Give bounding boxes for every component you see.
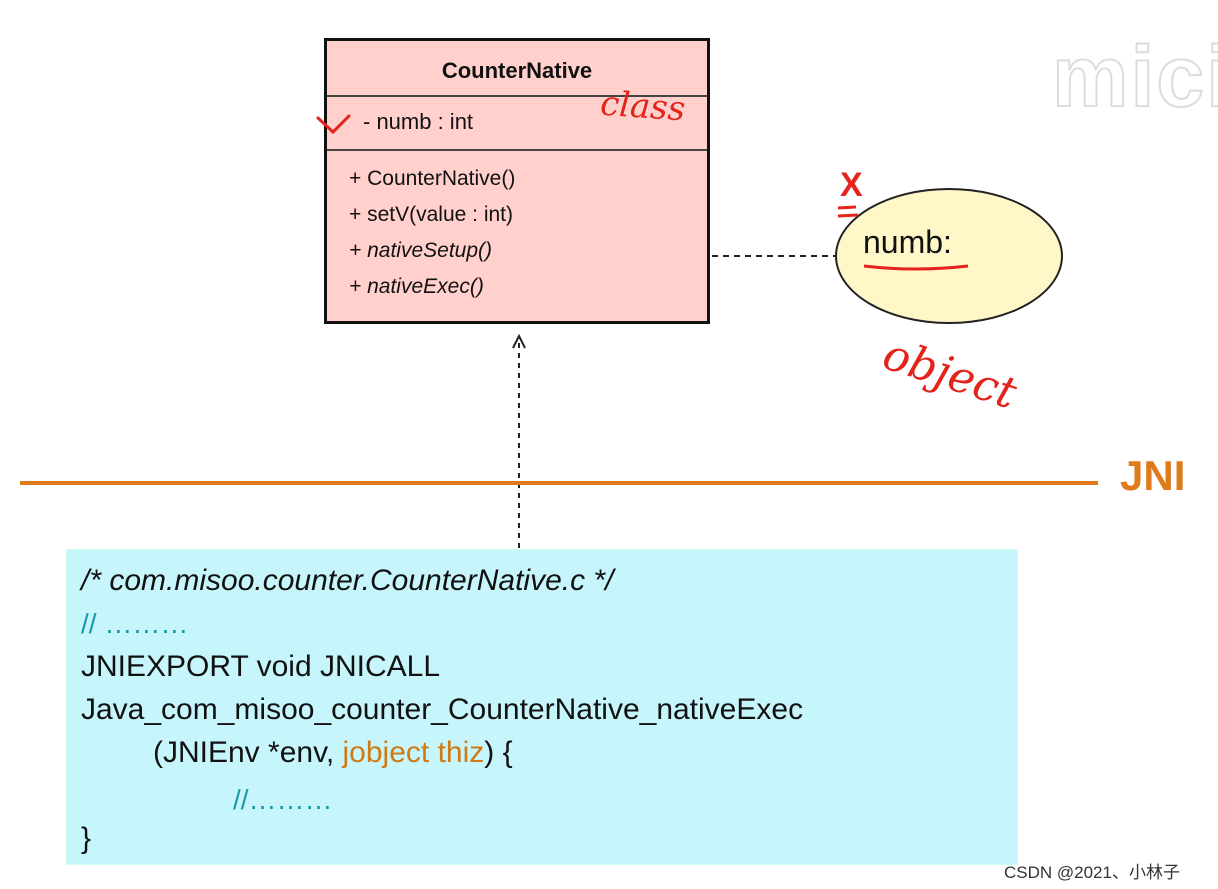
code-param-highlight: jobject thiz [342, 736, 485, 769]
watermark-logo: mici [1051, 28, 1218, 126]
object-note: object [877, 329, 1023, 420]
object-ellipse: numb: [835, 188, 1063, 324]
method-prefix: + [349, 275, 368, 298]
method-name: nativeSetup() [367, 239, 493, 262]
underline-mark [863, 264, 969, 271]
code-param-suffix: ) { [484, 736, 513, 769]
attribute-numb: - numb : int [363, 109, 474, 134]
method-native-setup: + nativeSetup() [349, 233, 515, 269]
method-prefix: + [349, 167, 368, 190]
method-name: CounterNative() [367, 167, 516, 190]
method-prefix: + [349, 203, 368, 226]
code-comment-1: // ……… [81, 608, 189, 639]
class-note: class [599, 84, 687, 130]
code-close-brace: } [81, 822, 92, 855]
jni-divider-line [20, 481, 1098, 485]
code-comment-2: //……… [233, 784, 333, 815]
code-params: (JNIEnv *env, jobject thiz) { [153, 736, 513, 770]
code-snippet-box: /* com.misoo.counter.CounterNative.c */ … [66, 549, 1018, 865]
method-prefix: + [349, 239, 368, 262]
jni-label: JNI [1120, 452, 1186, 499]
credit-text: CSDN @2021、小林子 [1004, 863, 1180, 882]
x-mark: X [840, 166, 863, 204]
method-name: nativeExec() [367, 275, 484, 298]
checkmark-icon [316, 114, 351, 135]
method-name: setV(value : int) [367, 203, 514, 226]
methods-section: + CounterNative() + setV(value : int) + … [349, 161, 515, 305]
equals-mark [837, 213, 859, 218]
object-label: numb: [863, 224, 952, 260]
code-line-1: JNIEXPORT void JNICALL [81, 650, 441, 683]
code-line-2: Java_com_misoo_counter_CounterNative_nat… [81, 693, 804, 726]
code-param-prefix: (JNIEnv *env, [153, 736, 343, 769]
uml-class-box: CounterNative - numb : int + CounterNati… [324, 38, 710, 324]
method-constructor: + CounterNative() [349, 161, 515, 197]
class-name: CounterNative [327, 41, 707, 97]
arrow-head-icon [512, 333, 526, 349]
code-comment-header: /* com.misoo.counter.CounterNative.c */ [81, 564, 614, 597]
equals-mark [837, 205, 857, 210]
attribute-section: - numb : int [327, 95, 707, 151]
method-native-exec: + nativeExec() [349, 269, 515, 305]
method-setv: + setV(value : int) [349, 197, 515, 233]
